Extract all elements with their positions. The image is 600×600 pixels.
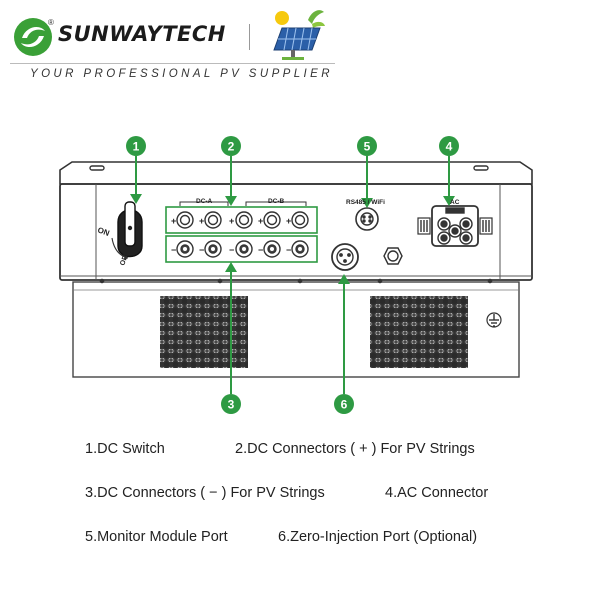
dc-b-bracket bbox=[245, 201, 307, 206]
dc-a-bracket bbox=[179, 201, 229, 206]
callout-1-badge bbox=[126, 136, 146, 156]
callout-1-number: 1 bbox=[133, 140, 140, 154]
dc-negative-group-frame bbox=[165, 235, 318, 263]
legend-item-5: 5.Monitor Module Port bbox=[85, 529, 228, 545]
callout-2-number: 2 bbox=[228, 140, 235, 154]
dc-positive-sign: + bbox=[286, 216, 291, 226]
dc-switch bbox=[111, 201, 143, 260]
dc-negative-sign: − bbox=[286, 245, 291, 255]
dc-positive-sign: + bbox=[229, 216, 234, 226]
arrowhead-5 bbox=[361, 198, 373, 208]
dc-negative-connector bbox=[204, 240, 222, 258]
callout-2-badge bbox=[221, 136, 241, 156]
dc-positive-sign: + bbox=[171, 216, 176, 226]
dc-positive-connector bbox=[263, 211, 281, 229]
legend-item-1: 1.DC Switch bbox=[85, 441, 165, 457]
brand-name: SUNWAYTECH bbox=[58, 22, 226, 46]
ac-label: AC bbox=[450, 199, 460, 206]
header-divider bbox=[249, 24, 250, 50]
dc-negative-connector bbox=[235, 240, 253, 258]
switch-off-label: OFF bbox=[119, 250, 131, 266]
dc-negative-sign: − bbox=[199, 245, 204, 255]
callout-leaders bbox=[135, 156, 450, 394]
arrowhead-1 bbox=[130, 194, 142, 204]
callout-6-badge bbox=[334, 394, 354, 414]
zero-injection-port bbox=[331, 243, 359, 271]
dc-positive-connector bbox=[291, 211, 309, 229]
dc-positive-group-frame bbox=[165, 206, 318, 234]
inverter-upper-housing bbox=[59, 161, 533, 284]
monitor-module-port bbox=[355, 207, 379, 231]
dc-positive-connector bbox=[235, 211, 253, 229]
legend-item-4: 4.AC Connector bbox=[385, 485, 489, 501]
tagline: YOUR PROFESSIONAL PV SUPPLIER bbox=[30, 68, 333, 80]
dc-negative-sign: − bbox=[171, 245, 176, 255]
ground-symbol-icon bbox=[486, 312, 502, 328]
arrowhead-4 bbox=[443, 196, 455, 206]
arrowhead-6 bbox=[338, 274, 350, 284]
dc-positive-connector bbox=[176, 211, 194, 229]
dc-negative-sign: − bbox=[229, 245, 234, 255]
callout-6-number: 6 bbox=[341, 398, 348, 412]
solar-panel-icon bbox=[273, 10, 325, 60]
callout-5-number: 5 bbox=[364, 140, 371, 154]
inverter-lower-housing bbox=[72, 281, 520, 378]
header-underline bbox=[10, 63, 335, 64]
legend-item-6: 6.Zero-Injection Port (Optional) bbox=[278, 529, 478, 545]
monitor-port-label: RS485 / WiFi bbox=[346, 199, 385, 206]
callout-3-badge bbox=[221, 394, 241, 414]
blanking-plug bbox=[383, 247, 403, 265]
dc-positive-sign: + bbox=[199, 216, 204, 226]
dc-positive-connector bbox=[204, 211, 222, 229]
dc-negative-connector bbox=[263, 240, 281, 258]
registered-mark: ® bbox=[48, 18, 54, 27]
dc-negative-sign: − bbox=[258, 245, 263, 255]
switch-on-label: ON bbox=[96, 225, 111, 238]
callout-arrowheads bbox=[130, 194, 455, 284]
vent-grille-left bbox=[160, 296, 248, 368]
dc-positive-sign: + bbox=[258, 216, 263, 226]
callout-4-badge bbox=[439, 136, 459, 156]
legend-item-2: 2.DC Connectors ( + ) For PV Strings bbox=[235, 441, 475, 457]
dc-negative-connector bbox=[291, 240, 309, 258]
legend-item-3: 3.DC Connectors ( − ) For PV Strings bbox=[85, 485, 325, 501]
arrowhead-3 bbox=[225, 262, 237, 272]
callout-4-number: 4 bbox=[446, 140, 453, 154]
dc-b-label: DC-B bbox=[268, 198, 285, 205]
arrowhead-2 bbox=[225, 196, 237, 206]
vent-grille-right bbox=[370, 296, 468, 368]
callout-5-badge bbox=[357, 136, 377, 156]
sunwaytech-logo-icon bbox=[14, 18, 52, 56]
ac-connector bbox=[417, 205, 493, 247]
dc-negative-connector bbox=[176, 240, 194, 258]
callout-3-number: 3 bbox=[228, 398, 235, 412]
dc-a-label: DC-A bbox=[196, 198, 213, 205]
